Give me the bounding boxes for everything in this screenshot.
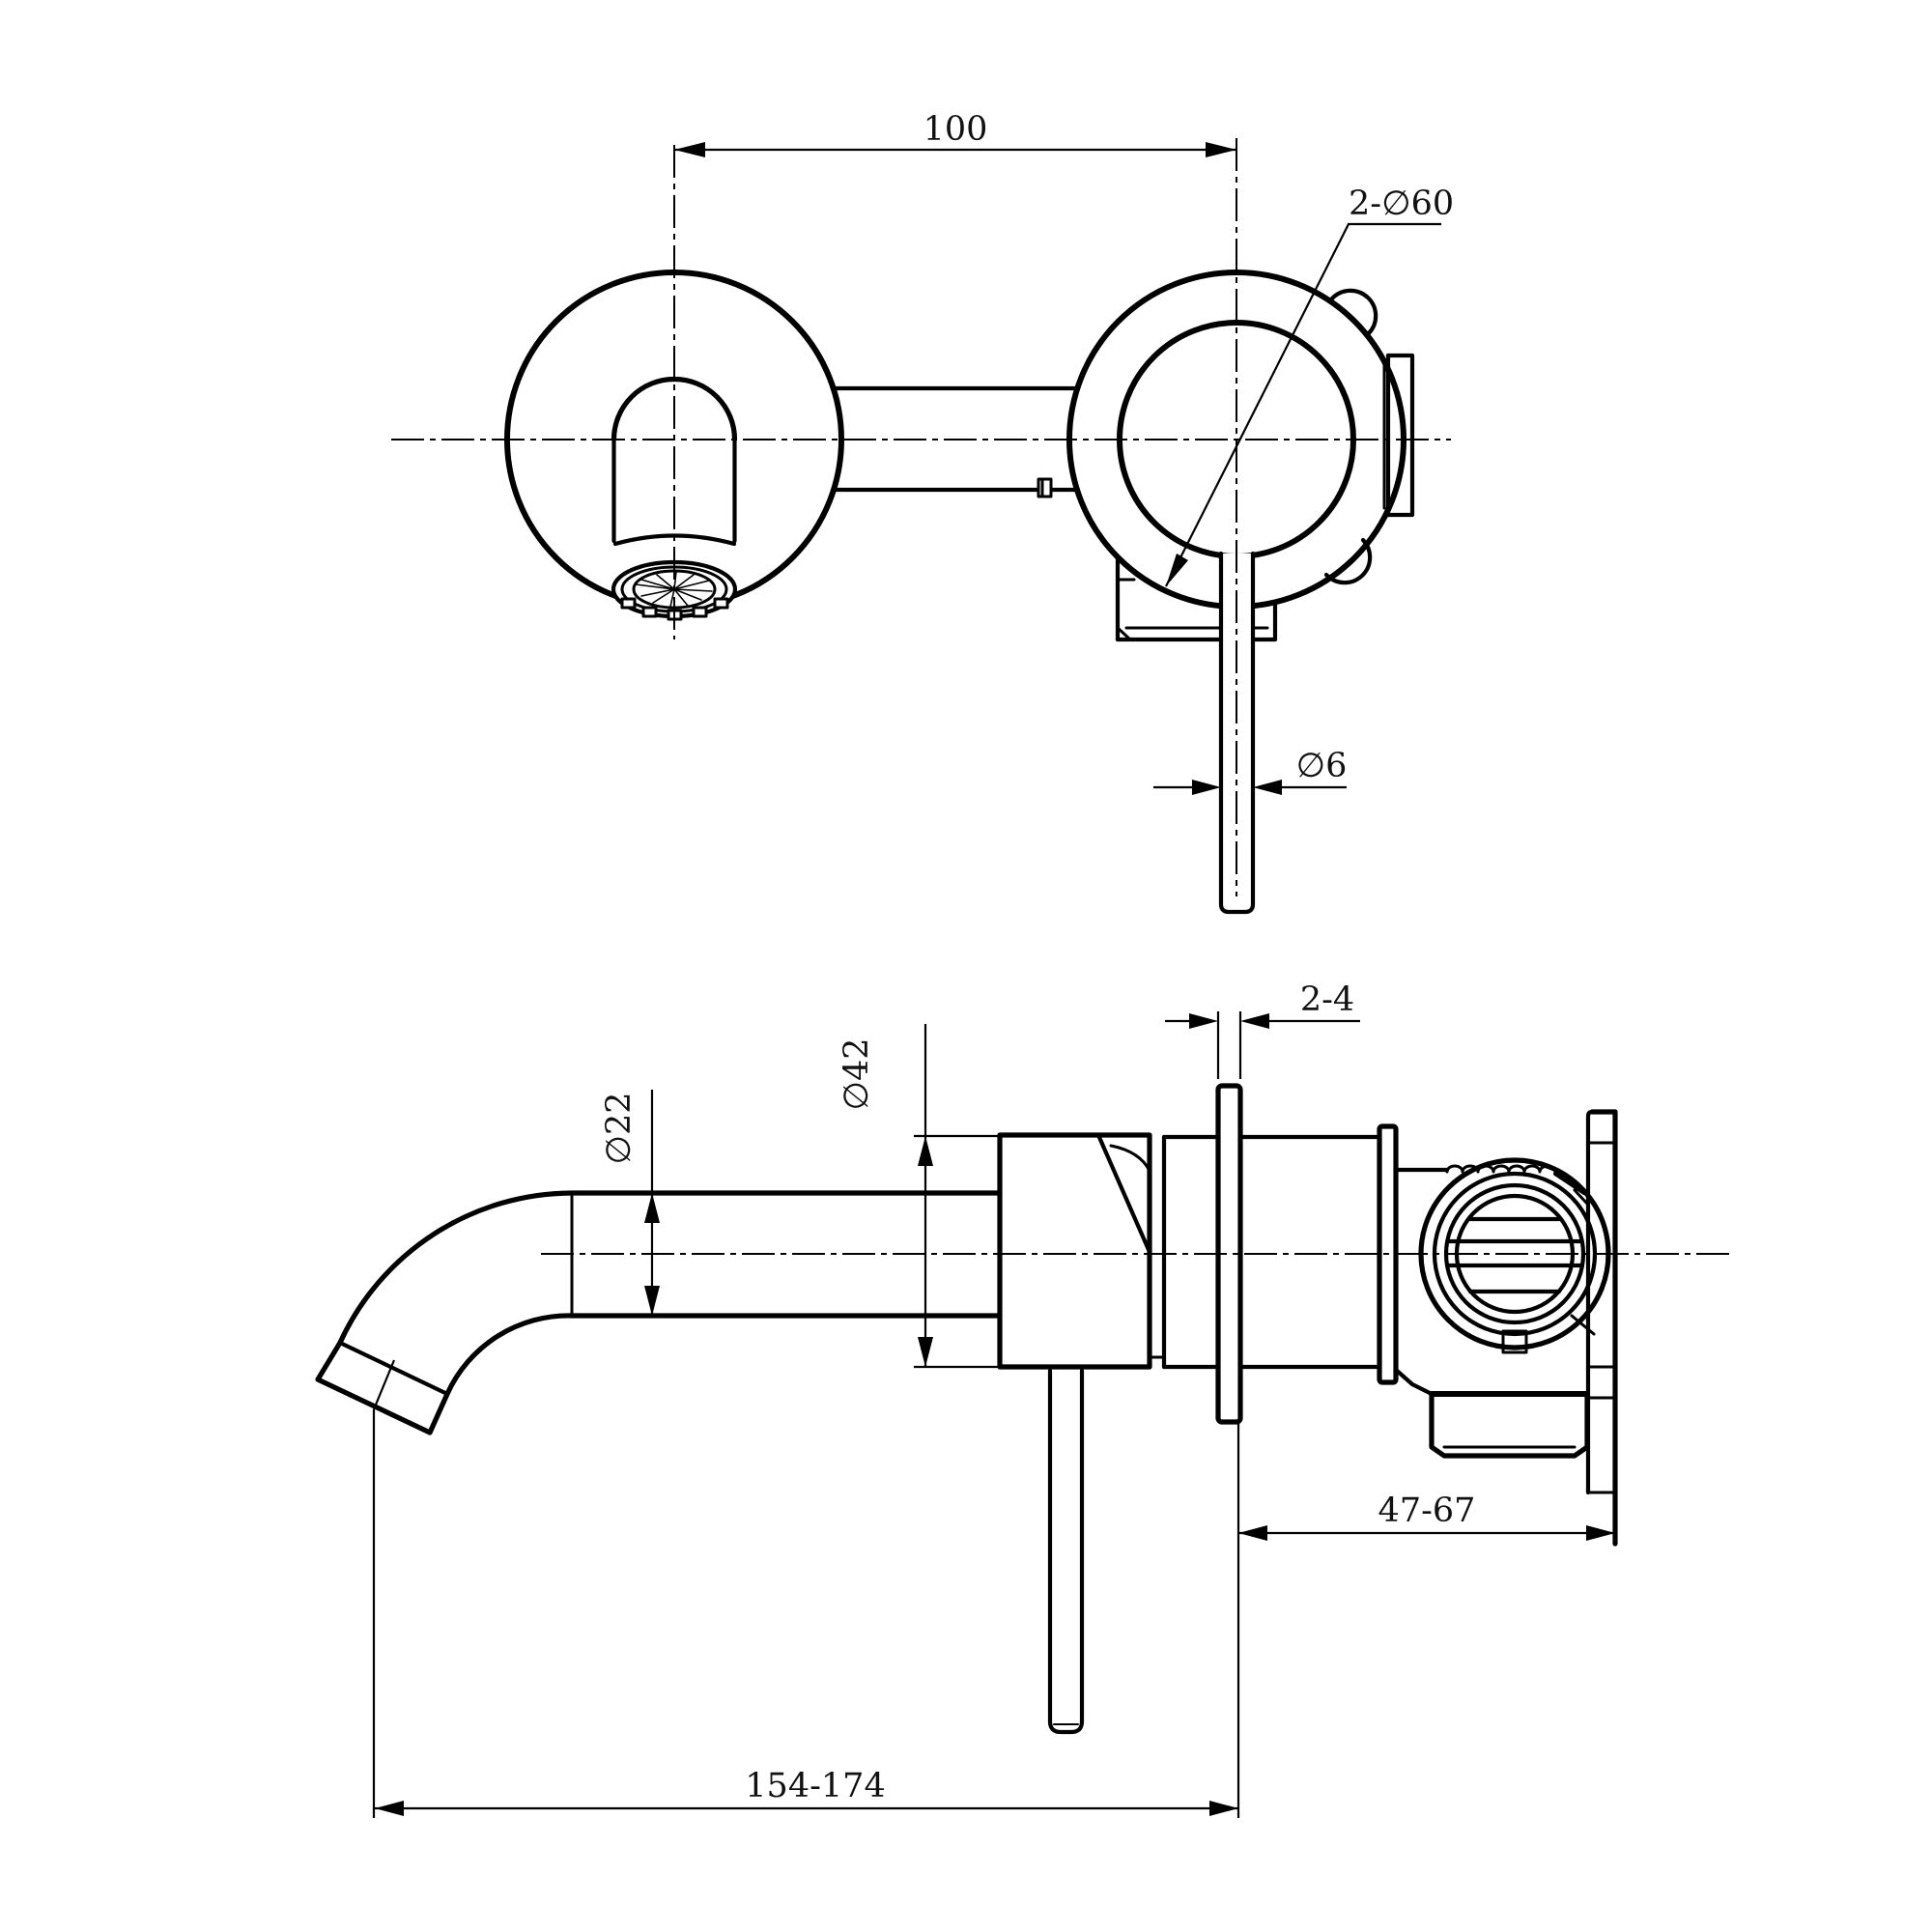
- screw-boss-bottom: [1323, 537, 1373, 585]
- dimension-handle-stem: ∅6: [1153, 747, 1347, 795]
- dim-2x60-label: 2-∅60: [1349, 185, 1454, 223]
- dim-d6-label: ∅6: [1296, 747, 1348, 785]
- dim-154-174-label: 154-174: [745, 1767, 885, 1805]
- dimension-body-diameter: ∅42: [838, 1024, 999, 1369]
- dimension-rough-in-depth: 47-67: [1236, 1422, 1615, 1818]
- handle-stem-side: [1047, 1368, 1085, 1735]
- dim-47-67-label: 47-67: [1378, 1492, 1476, 1530]
- valve-escutcheon-front: [1066, 270, 1415, 915]
- cartridge-key: [1501, 1329, 1528, 1354]
- dim-100-label: 100: [923, 110, 988, 149]
- thread-knurl: [1445, 1164, 1557, 1174]
- dimension-center-distance: 100: [674, 110, 1236, 157]
- dim-d42-label: ∅42: [838, 1037, 876, 1110]
- retainer-clip: [1037, 477, 1053, 498]
- handle-cone-edge: [1095, 1132, 1152, 1255]
- dimension-wall-thickness: 2-4: [1165, 980, 1360, 1079]
- spout-side: [315, 1190, 1003, 1435]
- dimension-spout-tube: ∅22: [600, 1090, 660, 1316]
- screw-boss-top: [1329, 288, 1378, 336]
- rough-in-valve-body: [1377, 1109, 1618, 1547]
- dimension-escutcheon-diameter: 2-∅60: [1165, 185, 1454, 587]
- mounting-bracket: [1585, 1109, 1618, 1547]
- dimension-spout-reach: 154-174: [372, 1409, 1238, 1818]
- side-view: ∅22 ∅42 2-4 47-67: [315, 980, 1734, 1818]
- dim-2-4-label: 2-4: [1300, 980, 1354, 1019]
- front-view: 100 2-∅60 ∅6: [391, 110, 1454, 915]
- dim-d22-label: ∅22: [600, 1092, 639, 1164]
- mixer-body-side: [997, 1132, 1382, 1370]
- bottom-port: [1429, 1391, 1590, 1459]
- side-port: [1382, 353, 1415, 518]
- connecting-body: [831, 385, 1081, 498]
